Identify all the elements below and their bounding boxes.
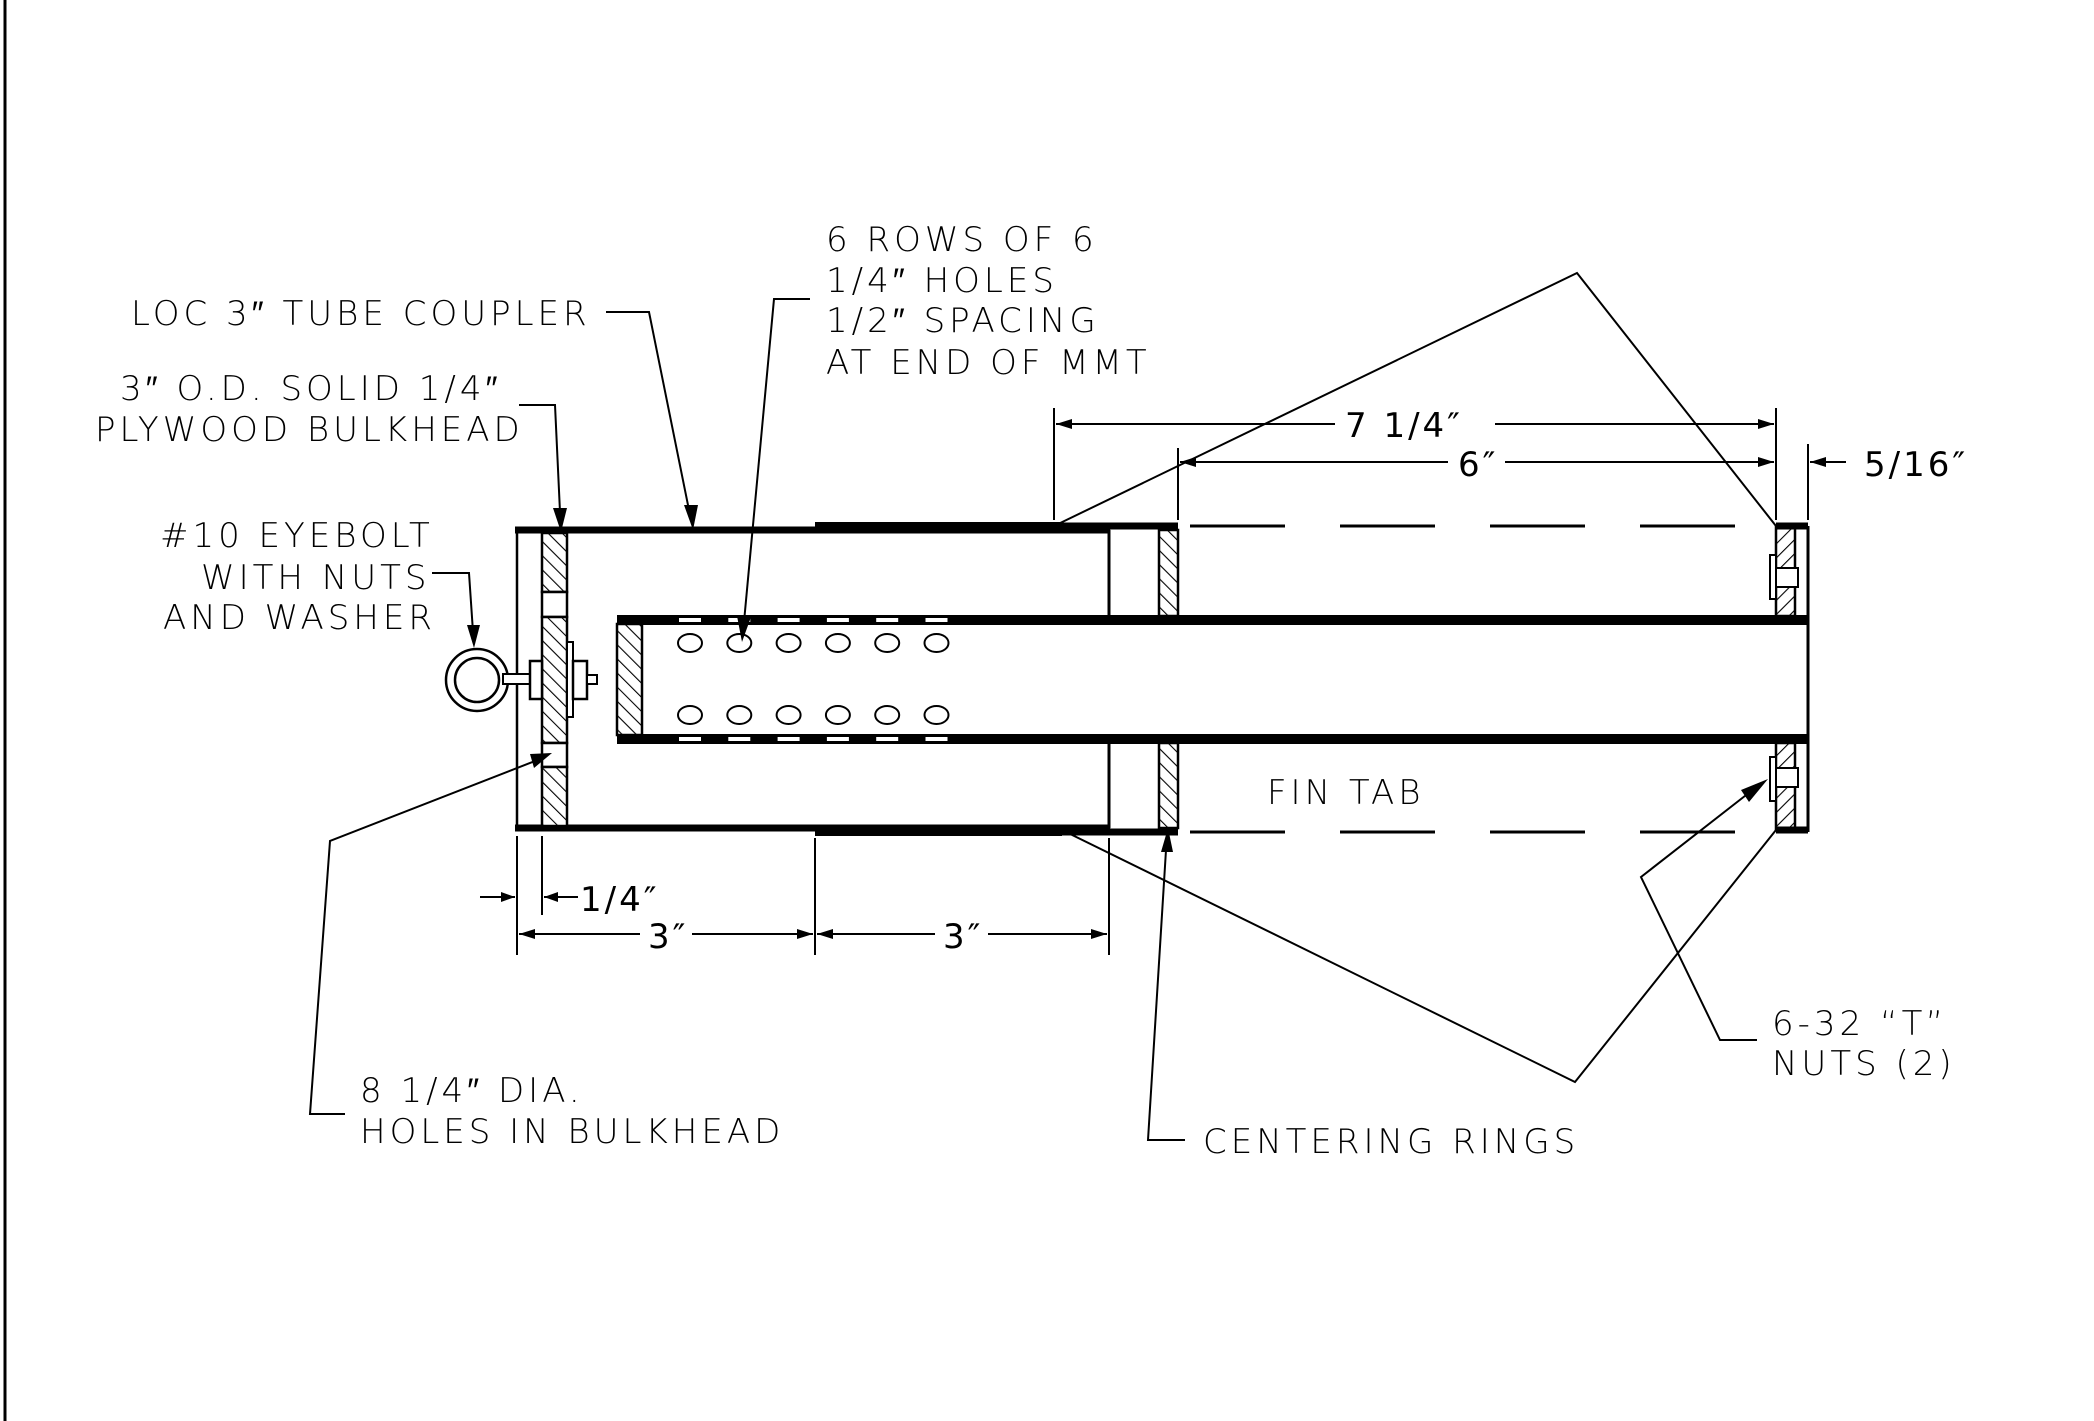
label-bulkhead-holes-2: HOLES IN BULKHEAD — [360, 1112, 784, 1152]
dimension-ring-spacing: 6″ — [1177, 445, 1774, 520]
eyebolt-icon — [444, 641, 598, 718]
dim-rear-ring-offset: 5/16″ — [1864, 445, 1968, 485]
vent-hole-section — [826, 737, 849, 741]
dimension-bulkhead-thickness: 1/4″ — [480, 836, 659, 955]
fin-outline-lower — [1061, 829, 1777, 1084]
dimension-fin-root: 7 1/4″ — [1053, 406, 1777, 520]
bulkhead-icon — [540, 531, 569, 828]
mmt-end-plug — [615, 622, 644, 737]
label-eyebolt-2: WITH NUTS — [201, 558, 430, 598]
label-eyebolt-3: AND WASHER — [163, 598, 436, 638]
vent-hole — [923, 633, 950, 653]
label-coupler: LOC 3″ TUBE COUPLER — [131, 294, 591, 334]
vent-hole — [824, 705, 851, 725]
dimension-rear-offset: 5/16″ — [1807, 444, 1968, 520]
vent-hole — [874, 633, 901, 653]
vent-hole — [677, 705, 703, 725]
vent-hole — [923, 705, 950, 725]
dim-coupler-inserted: 3″ — [943, 917, 983, 957]
dim-fin-root-length: 7 1/4″ — [1345, 406, 1463, 446]
vent-hole-section — [728, 737, 751, 741]
t-nut-icon — [1769, 554, 1799, 802]
label-bulkhead-1: 3″ O.D. SOLID 1/4″ — [120, 369, 502, 409]
dim-coupler-exposed: 3″ — [648, 917, 688, 957]
dimension-coupler: 3″ 3″ — [519, 838, 1110, 957]
vent-hole-section — [777, 618, 800, 622]
vent-hole — [874, 705, 901, 725]
vent-hole-section — [925, 618, 948, 622]
fin-outline — [1053, 271, 1777, 527]
label-holes-3: 1/2″ SPACING — [826, 301, 1100, 341]
dim-ring-spacing: 6″ — [1458, 445, 1498, 485]
vent-hole — [775, 633, 802, 653]
vent-hole-section — [679, 618, 701, 622]
dim-bulkhead-thickness: 1/4″ — [580, 880, 659, 920]
vent-hole — [824, 633, 851, 653]
vent-hole-section — [679, 737, 701, 741]
centering-ring-icon — [1157, 528, 1180, 830]
vent-hole — [726, 705, 753, 725]
vent-hole — [726, 633, 753, 653]
label-bulkhead-holes-1: 8 1/4″ DIA. — [360, 1071, 584, 1111]
label-tnuts-1: 6-32 “T” — [1772, 1004, 1947, 1044]
vent-hole-section — [826, 618, 849, 622]
label-holes-1: 6 ROWS OF 6 — [826, 220, 1098, 260]
label-eyebolt-1: #10 EYEBOLT — [160, 516, 434, 556]
vent-hole-section — [876, 618, 899, 622]
label-holes-2: 1/4″ HOLES — [826, 261, 1058, 301]
vent-hole — [775, 705, 802, 725]
vent-hole-section — [876, 737, 899, 741]
vent-hole-section — [777, 737, 800, 741]
vent-hole-section — [925, 737, 948, 741]
label-fin-tab: FIN TAB — [1267, 773, 1424, 813]
label-tnuts-2: NUTS (2) — [1772, 1044, 1956, 1084]
vent-hole — [677, 633, 703, 653]
label-centering-rings: CENTERING RINGS — [1203, 1122, 1579, 1162]
label-bulkhead-2: PLYWOOD BULKHEAD — [95, 410, 524, 450]
motor-mount-tube — [615, 615, 1808, 744]
label-holes-4: AT END OF MMT — [826, 343, 1151, 383]
